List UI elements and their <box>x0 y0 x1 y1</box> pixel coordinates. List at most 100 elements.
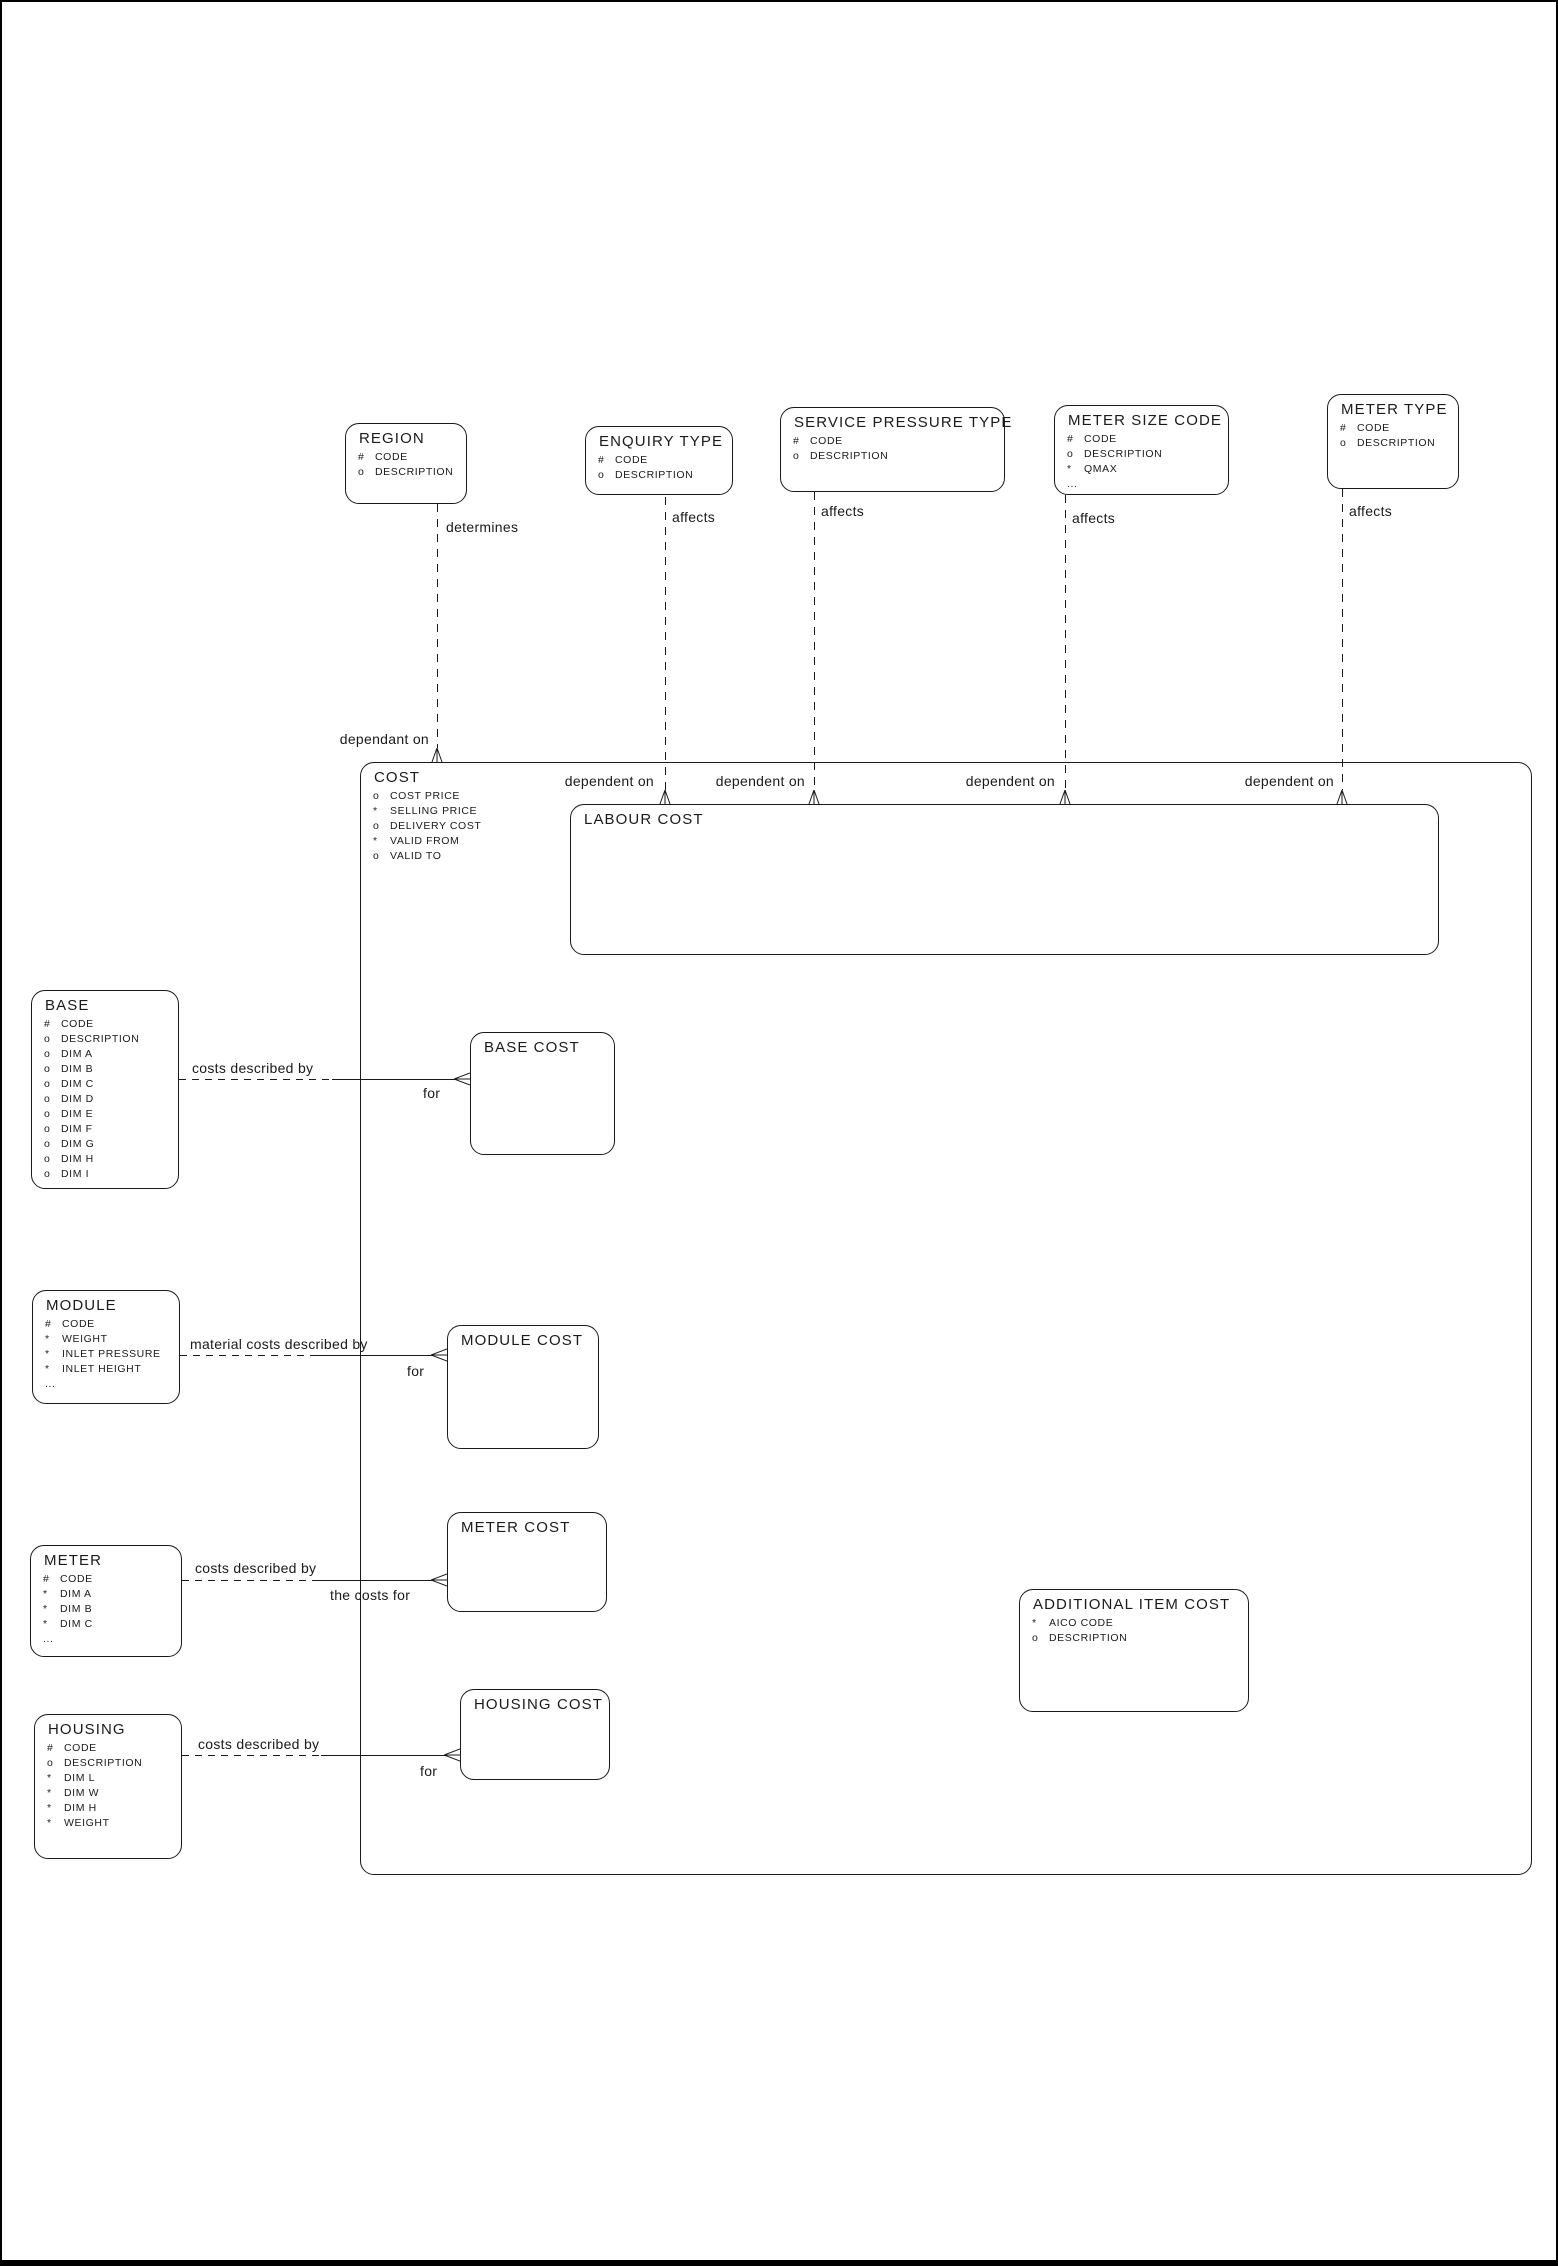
attribute-row: *SELLING PRICE <box>373 805 478 817</box>
crowsfoot-icon <box>431 1348 447 1362</box>
relationship-meter-cost-line-dashed[interactable] <box>182 1580 312 1581</box>
attribute-row: ... <box>1067 478 1078 490</box>
relationship-base-cost-line-dashed[interactable] <box>179 1079 332 1080</box>
relationship-label: costs described by <box>198 1736 320 1752</box>
relationship-meter-size-labour-line[interactable] <box>1065 495 1066 790</box>
relationship-housing-cost-line-dashed[interactable] <box>182 1755 321 1756</box>
crowsfoot-icon <box>431 748 443 762</box>
relationship-module-cost-line-solid[interactable] <box>312 1355 433 1356</box>
attribute-row: #CODE <box>43 1573 93 1585</box>
attribute-row: ... <box>45 1378 56 1390</box>
entity-title: HOUSING <box>48 1721 126 1738</box>
entity-title: ADDITIONAL ITEM COST <box>1033 1596 1231 1613</box>
entity-title: REGION <box>359 430 425 447</box>
entity-title: SERVICE PRESSURE TYPE <box>794 414 1013 431</box>
relationship-service-pressure-labour-line[interactable] <box>814 492 815 790</box>
relationship-label: dependent on <box>715 773 805 789</box>
relationship-label: for <box>423 1085 441 1101</box>
relationship-module-cost-line-dashed[interactable] <box>180 1355 312 1356</box>
relationship-label: dependent on <box>564 773 654 789</box>
relationship-meter-type-labour-line[interactable] <box>1342 489 1343 790</box>
attribute-row: *DIM B <box>43 1603 93 1615</box>
entity-title: METER <box>44 1552 102 1569</box>
entity-module[interactable]: MODULE #CODE*WEIGHT*INLET PRESSURE*INLET… <box>32 1290 180 1404</box>
entity-base-cost[interactable]: BASE COST <box>470 1032 615 1155</box>
attribute-row: *INLET PRESSURE <box>45 1348 161 1360</box>
attribute-row: *INLET HEIGHT <box>45 1363 142 1375</box>
entity-title: METER TYPE <box>1341 401 1448 418</box>
attribute-row: #CODE <box>358 451 408 463</box>
relationship-label: costs described by <box>195 1560 317 1576</box>
relationship-region-cost-line[interactable] <box>437 504 438 748</box>
attribute-row: #CODE <box>598 454 648 466</box>
attribute-row: *AICO CODE <box>1032 1617 1114 1629</box>
relationship-label: affects <box>1072 510 1116 526</box>
attribute-row: *DIM W <box>47 1787 100 1799</box>
entity-title: METER COST <box>461 1519 571 1536</box>
relationship-label: affects <box>821 503 865 519</box>
attribute-list: #CODE*WEIGHT*INLET PRESSURE*INLET HEIGHT… <box>33 1314 179 1392</box>
attribute-row: *WEIGHT <box>45 1333 108 1345</box>
entity-meter-cost[interactable]: METER COST <box>447 1512 607 1612</box>
entity-title: LABOUR COST <box>584 811 704 828</box>
attribute-row: *DIM A <box>43 1588 92 1600</box>
relationship-label: determines <box>446 519 519 535</box>
relationship-housing-cost-line-solid[interactable] <box>321 1755 446 1756</box>
entity-meter[interactable]: METER #CODE*DIM A*DIM B*DIM C... <box>30 1545 182 1657</box>
attribute-row: *DIM C <box>43 1618 93 1630</box>
crowsfoot-icon <box>808 790 820 804</box>
attribute-row: *DIM L <box>47 1772 96 1784</box>
relationship-enquiry-labour-line[interactable] <box>665 497 666 790</box>
crowsfoot-icon <box>659 790 671 804</box>
attribute-row: #CODE <box>44 1018 94 1030</box>
entity-housing-cost[interactable]: HOUSING COST <box>460 1689 610 1780</box>
attribute-row: *QMAX <box>1067 463 1118 475</box>
attribute-list: #CODE*DIM A*DIM B*DIM C... <box>31 1569 181 1647</box>
entity-title: BASE COST <box>484 1039 580 1056</box>
attribute-row: #CODE <box>47 1742 97 1754</box>
relationship-meter-cost-line-solid[interactable] <box>312 1580 433 1581</box>
crowsfoot-icon <box>444 1748 460 1762</box>
entity-labour-cost[interactable]: LABOUR COST <box>570 804 1439 955</box>
attribute-row: #CODE <box>1340 422 1390 434</box>
relationship-label: affects <box>672 509 716 525</box>
relationship-label: costs described by <box>192 1060 314 1076</box>
crowsfoot-icon <box>454 1072 470 1086</box>
crowsfoot-icon <box>1336 790 1348 804</box>
relationship-label: dependent on <box>1244 773 1334 789</box>
relationship-label: the costs for <box>330 1587 411 1603</box>
attribute-row: *VALID FROM <box>373 835 460 847</box>
relationship-label: dependent on <box>965 773 1055 789</box>
entity-title: HOUSING COST <box>474 1696 604 1713</box>
relationship-base-cost-line-solid[interactable] <box>332 1079 456 1080</box>
entity-title: COST <box>374 769 421 786</box>
entity-module-cost[interactable]: MODULE COST <box>447 1325 599 1449</box>
relationship-label: material costs described by <box>190 1336 368 1352</box>
